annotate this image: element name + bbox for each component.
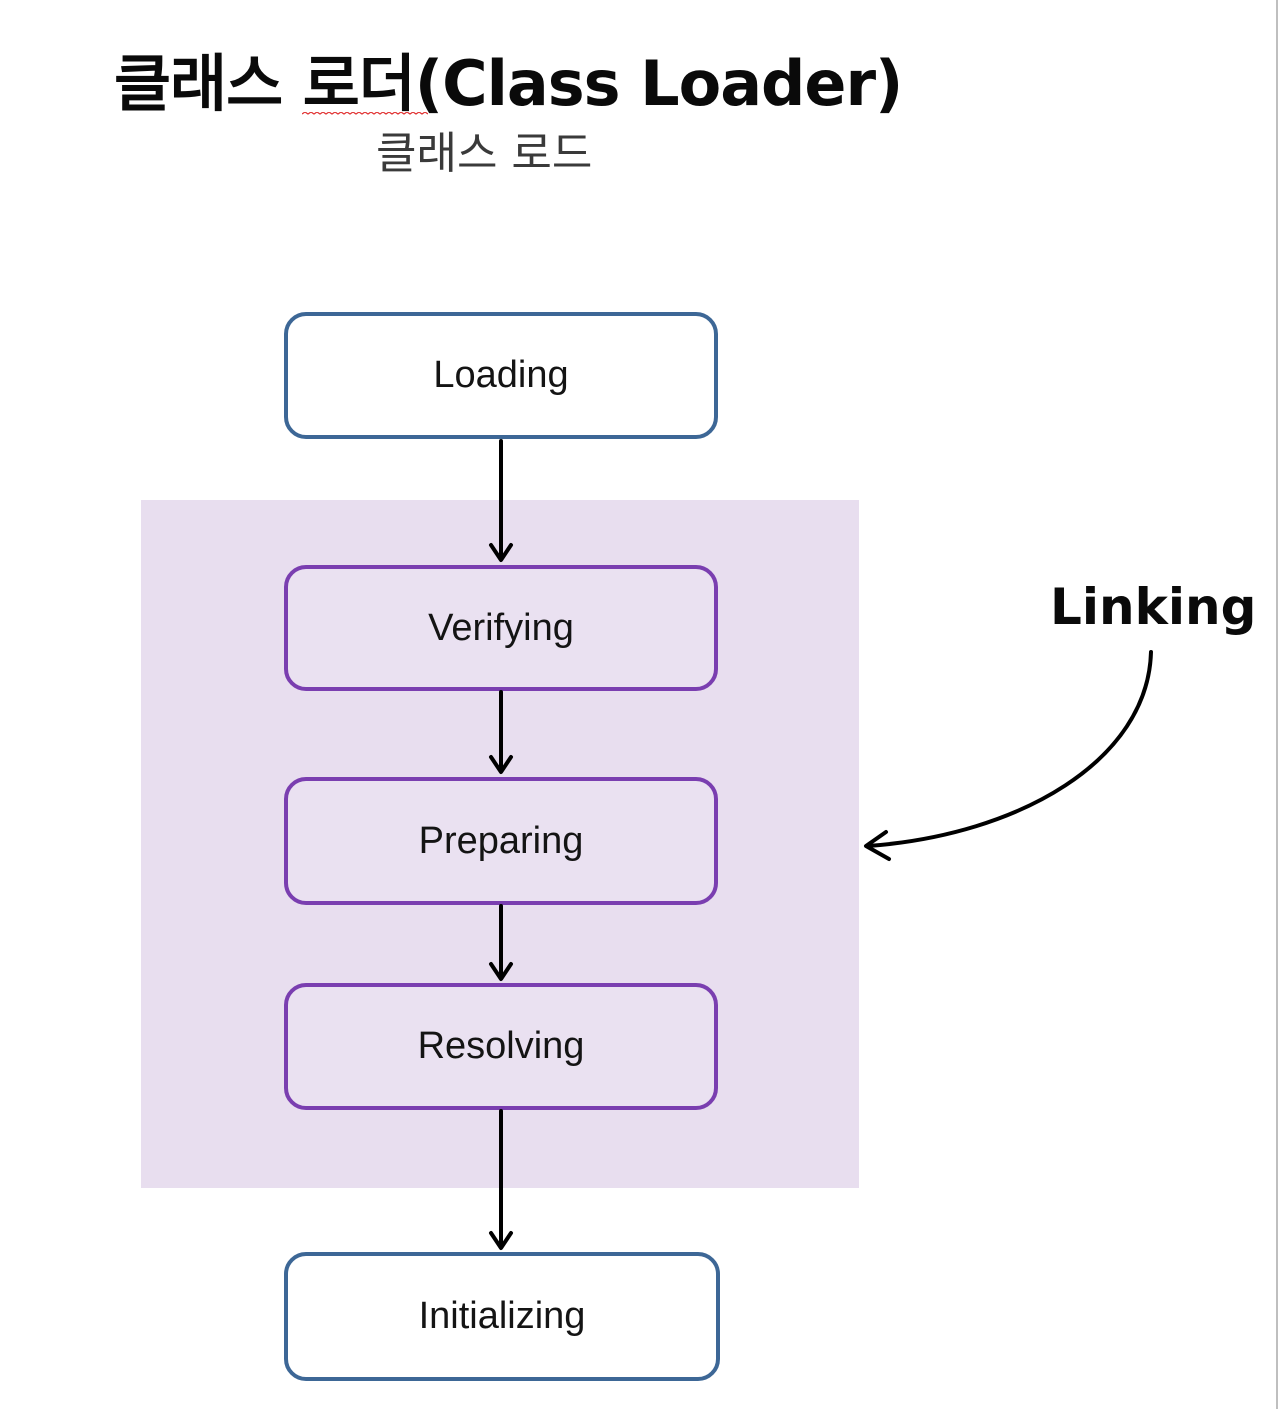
linking-phase-label: Linking: [1050, 578, 1257, 636]
node-loading: Loading: [284, 312, 718, 439]
arrowhead-loading-to-verifying: [489, 543, 513, 562]
linking-pointer-arrow: [866, 650, 1153, 848]
page-subtitle: 클래스 로드: [376, 128, 593, 179]
node-resolving-label: Resolving: [417, 1025, 585, 1067]
node-resolving: Resolving: [284, 983, 718, 1110]
linking-pointer-arrowhead: [864, 830, 891, 861]
page-title: 클래스 로더(Class Loader): [114, 47, 903, 120]
node-verifying: Verifying: [284, 565, 718, 691]
node-initializing-label: Initializing: [418, 1295, 586, 1337]
node-preparing-label: Preparing: [418, 819, 584, 862]
arrowhead-verifying-to-preparing: [489, 755, 513, 774]
arrowhead-resolving-to-initializing: [489, 1231, 513, 1250]
node-preparing: Preparing: [284, 777, 718, 905]
node-loading-label: Loading: [433, 354, 569, 396]
node-initializing: Initializing: [284, 1252, 720, 1381]
arrowhead-preparing-to-resolving: [489, 962, 513, 981]
page-edge: [1276, 0, 1278, 1409]
node-verifying-label: Verifying: [428, 606, 574, 649]
